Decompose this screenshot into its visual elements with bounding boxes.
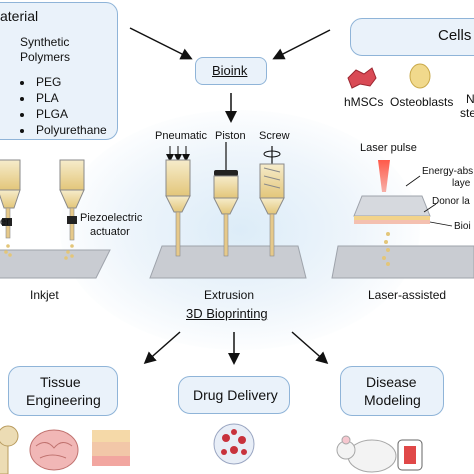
laser-pulse-label: Laser pulse: [360, 142, 417, 154]
background-glow: [60, 110, 420, 350]
inkjet-plate: [0, 249, 111, 279]
inkjet-droplets: [4, 244, 74, 260]
laser-plate: [331, 245, 474, 279]
skin-tissue-icon: [92, 430, 130, 466]
drug-delivery-box: [178, 376, 290, 414]
donor-layer: [354, 216, 430, 220]
polymer-item-plga: PLGA: [34, 106, 107, 122]
piezo-label-line1: Piezoelectric: [80, 212, 143, 224]
tissue-label-line2: Engineering: [26, 392, 101, 408]
piezo-label-line2: actuator: [90, 226, 130, 238]
energy-absorbing-layer: [353, 195, 431, 217]
piston-head: [213, 142, 239, 257]
inkjet-head-right: [59, 159, 85, 241]
cell-label-osteoblasts: Osteoblasts: [390, 95, 454, 109]
mouse-icon: [336, 435, 423, 473]
energy-absorbing-label-line1: Energy-abs: [422, 166, 474, 177]
inkjet-label: Inkjet: [30, 288, 59, 302]
disease-label-line2: Modeling: [364, 392, 421, 408]
cells-box: [350, 18, 474, 56]
arrow-cells-to-bioink: [272, 29, 331, 60]
extrusion-plate: [149, 245, 307, 279]
energy-pointer: [405, 175, 421, 187]
arrow-to-tissue: [143, 331, 181, 364]
cell-label-ste: ste: [460, 106, 474, 120]
tissue-label-line1: Tissue: [40, 374, 81, 390]
screw-head: [259, 146, 285, 257]
polymer-heading-line1: Synthetic: [20, 35, 70, 49]
drug-delivery-label: Drug Delivery: [193, 387, 278, 403]
arrow-to-disease: [291, 331, 329, 364]
donor-pointer: [423, 203, 437, 213]
donor-layer-label: Donor la: [432, 196, 470, 207]
extrusion-label: Extrusion: [204, 288, 255, 302]
energy-absorbing-label-line2: laye: [452, 178, 471, 189]
polymer-item-peg: PEG: [34, 74, 107, 90]
material-title: aterial: [0, 8, 39, 24]
cell-label-n: N: [466, 92, 474, 106]
hmsc-cell-icon: [347, 67, 377, 89]
polymer-item-pla: PLA: [34, 90, 107, 106]
arrow-material-to-bioink: [129, 27, 193, 60]
material-box: [0, 2, 118, 140]
brain-icon: [29, 429, 79, 471]
polymer-heading-line2: Polymers: [20, 50, 71, 64]
bioprinting-title: 3D Bioprinting: [186, 306, 268, 321]
disease-label-line1: Disease: [366, 374, 417, 390]
bioink-layer-label: Bioi: [454, 221, 471, 232]
inkjet-actuator-left: er: [0, 216, 10, 228]
bioink-label: Bioink: [212, 63, 248, 78]
bioink-box: [195, 57, 267, 85]
osteoblast-cell-icon: [409, 63, 431, 89]
tissue-engineering-box: [8, 366, 118, 416]
bioink-layer: [354, 220, 430, 224]
extrusion-head-screw: Screw: [259, 130, 290, 142]
disease-modeling-box: [340, 366, 444, 416]
laser-droplets: [382, 232, 390, 266]
inkjet-head-left: [0, 159, 21, 239]
laser-beam: [378, 160, 390, 192]
nanoparticle-icon: [213, 423, 255, 465]
pneumatic-head: [165, 146, 191, 257]
extrusion-head-pneumatic: Pneumatic: [155, 130, 207, 142]
cells-title: Cells: [438, 27, 472, 44]
cell-label-hmscs: hMSCs: [344, 95, 384, 109]
polymer-list: PEG PLA PLGA Polyurethane: [20, 74, 107, 138]
extrusion-head-piston: Piston: [215, 130, 246, 142]
bioink-pointer: [429, 221, 453, 227]
polymer-item-polyurethane: Polyurethane: [34, 122, 107, 138]
laser-assisted-label: Laser-assisted: [368, 288, 447, 302]
bone-icon: [0, 425, 19, 474]
